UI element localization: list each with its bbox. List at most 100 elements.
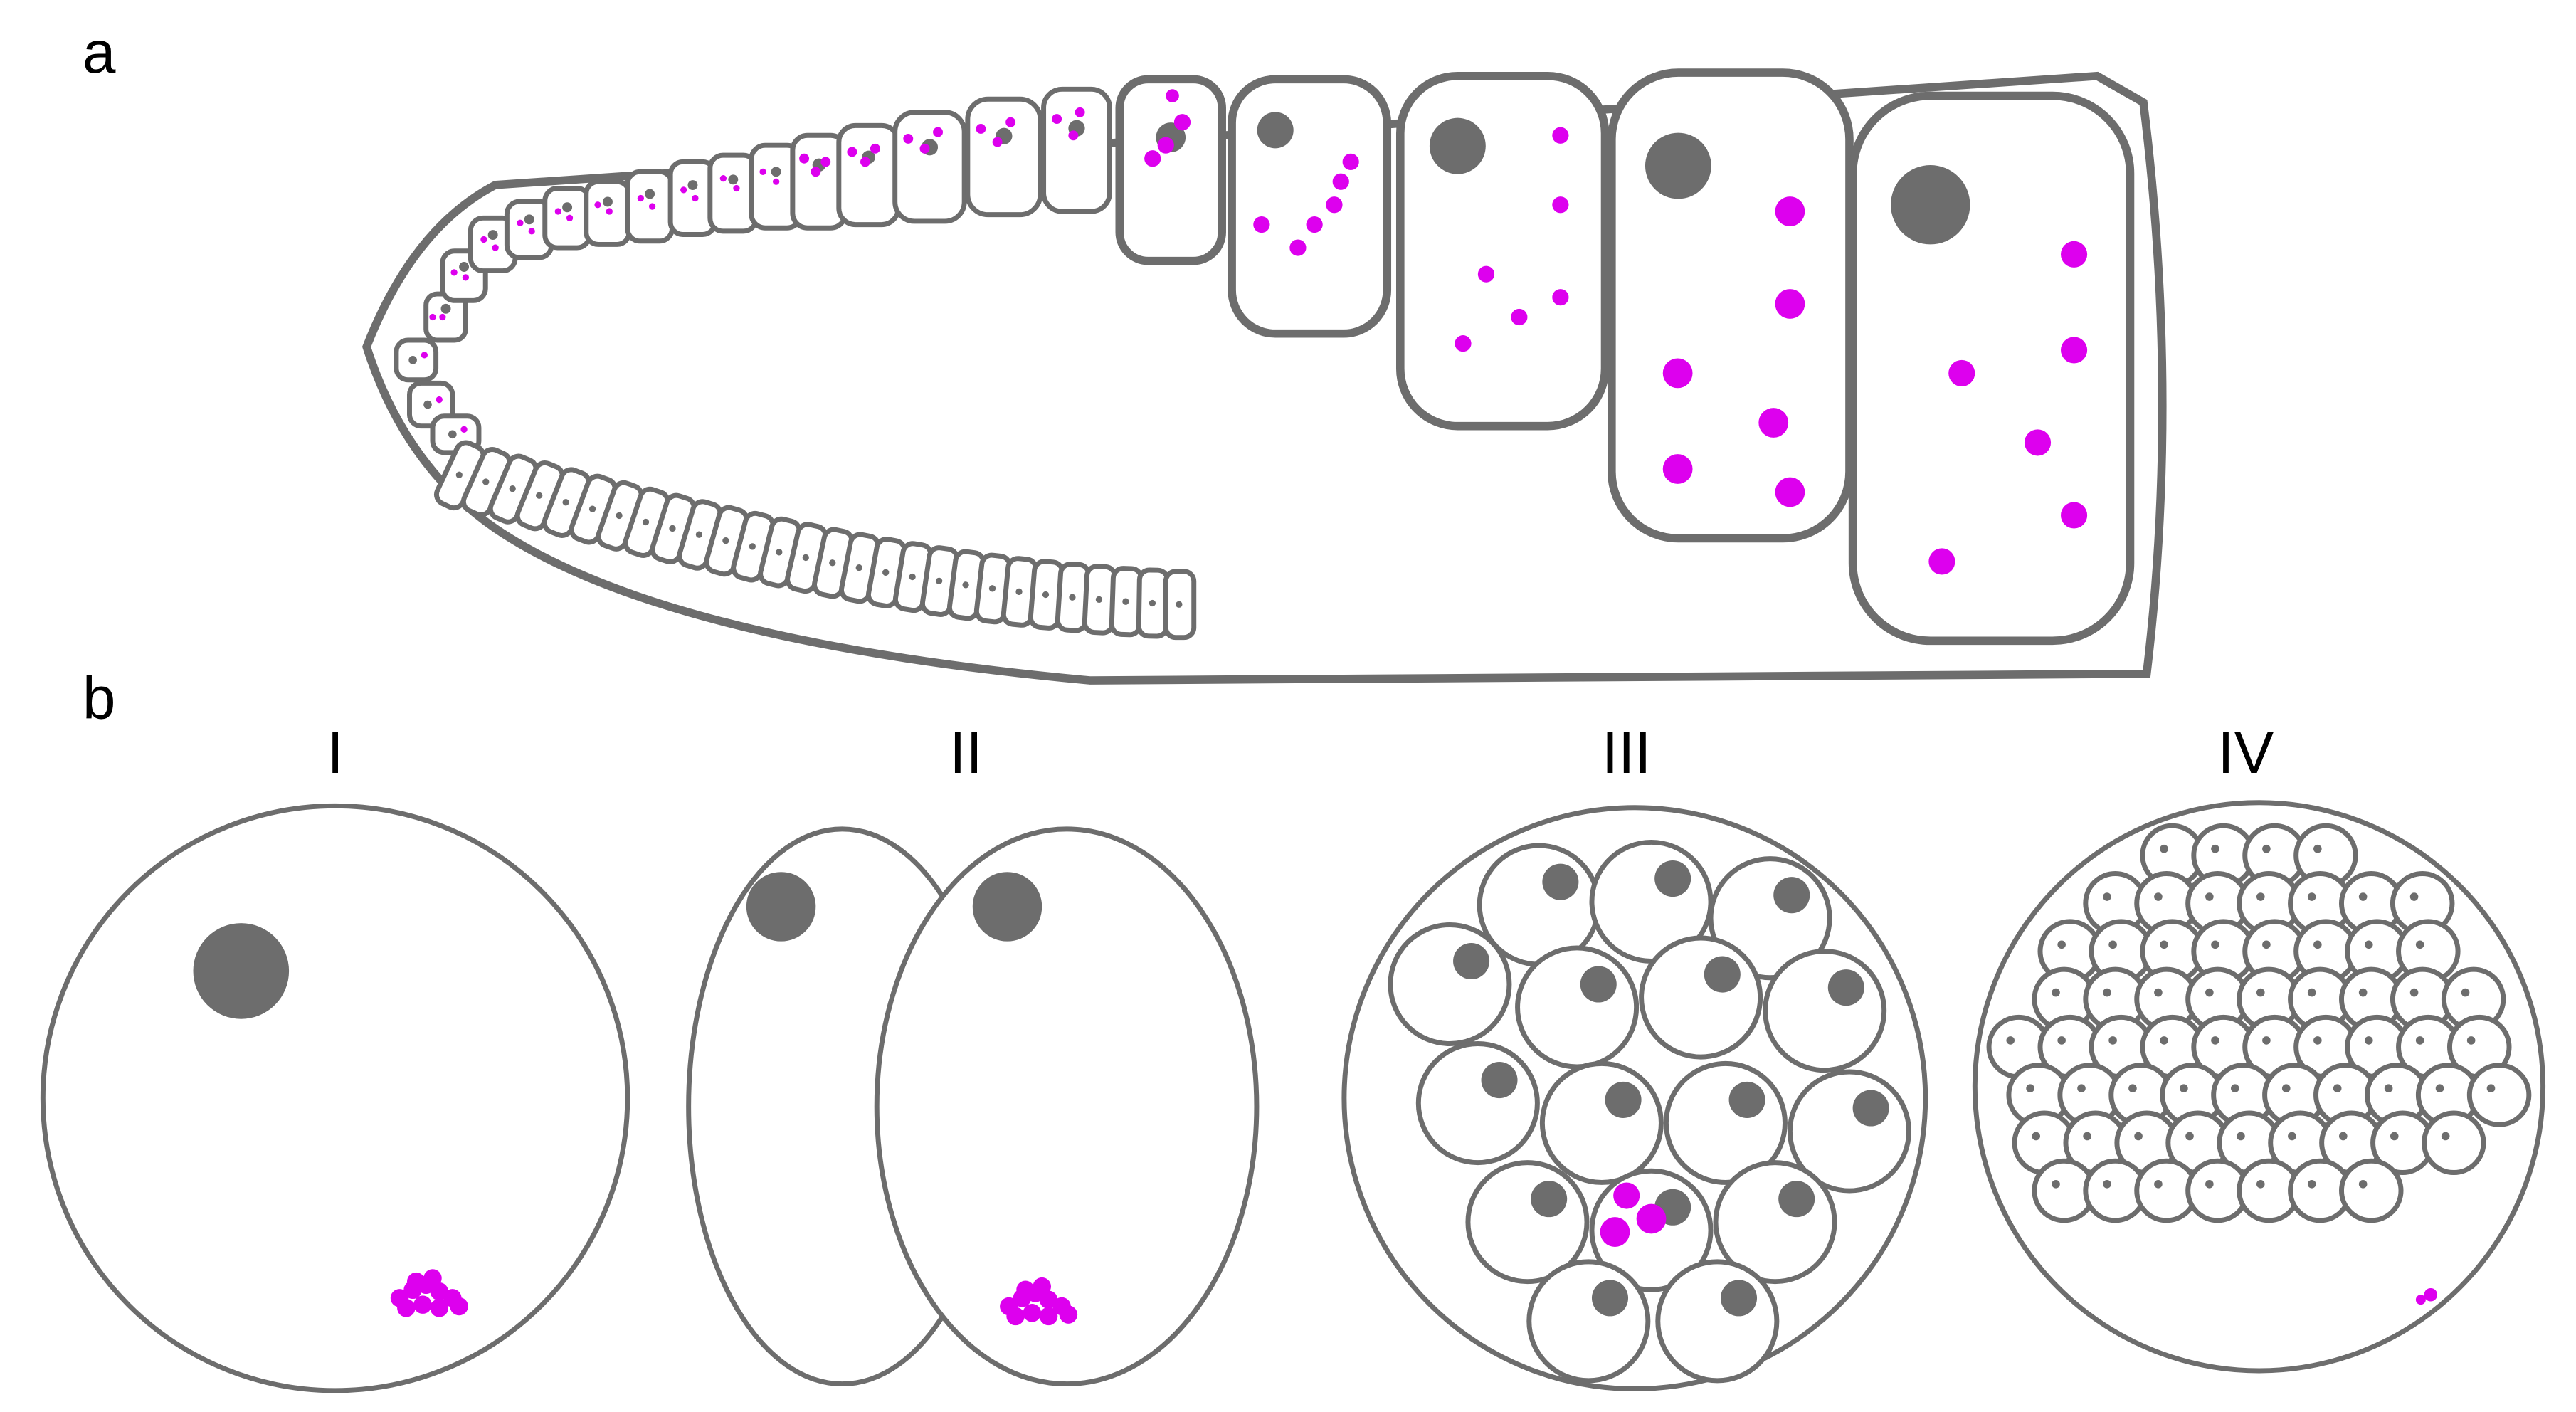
follicle-cell-nucleus <box>562 499 569 506</box>
granule <box>1075 107 1085 117</box>
blastoderm-cell-wall <box>2466 1063 2532 1127</box>
granule <box>1552 196 1569 214</box>
granule <box>594 201 601 209</box>
nurse-cell-nucleus <box>1852 1090 1889 1127</box>
blastoderm-cell-nucleus <box>2307 892 2316 901</box>
egg-chamber-wall <box>892 110 967 224</box>
granule <box>733 184 740 192</box>
nurse-cell <box>1465 1160 1590 1285</box>
granule <box>606 208 613 215</box>
egg-chamber-wall <box>965 96 1043 218</box>
follicle-cell-nucleus <box>482 478 490 485</box>
blastoderm-cell-nucleus <box>2154 892 2163 901</box>
follicle-cell-nucleus <box>882 569 890 576</box>
egg-chamber <box>965 96 1043 218</box>
blastoderm-cell-nucleus <box>2103 892 2111 901</box>
blastoderm-cell-nucleus <box>2032 1132 2040 1141</box>
granule <box>1552 127 1569 144</box>
follicle-cell-nucleus <box>509 485 516 492</box>
follicle-cell-nucleus <box>962 581 969 589</box>
blastoderm-cell-nucleus <box>2077 1084 2086 1092</box>
oocyte-nucleus <box>1429 117 1486 174</box>
nurse-cell-nucleus <box>1542 863 1579 900</box>
follicle-cell-nucleus <box>588 505 596 512</box>
blastoderm-cell-nucleus <box>2281 1084 2291 1092</box>
blastoderm-cell-nucleus <box>2185 1132 2194 1141</box>
follicle-cell-nucleus <box>455 471 463 478</box>
granule <box>429 313 436 321</box>
nurse-cell-nucleus <box>1580 966 1617 1003</box>
blastoderm-cell-nucleus <box>2358 988 2368 997</box>
granule <box>1023 1304 1042 1322</box>
granule <box>2024 429 2052 456</box>
granule <box>860 157 870 167</box>
stage-4-cells <box>1986 823 2532 1305</box>
granule <box>1600 1217 1630 1247</box>
stage-label-4: IV <box>2217 719 2274 786</box>
nurse-cell <box>1639 935 1763 1060</box>
blastoderm-cell-nucleus <box>2288 1132 2296 1141</box>
follicle-cell <box>1163 569 1197 641</box>
follicle-cell-row <box>433 440 1197 641</box>
oocyte-nucleus <box>448 430 457 439</box>
nurse-cell <box>1655 1259 1780 1384</box>
granule <box>1033 1277 1052 1296</box>
granule <box>719 174 727 182</box>
granule <box>397 1299 416 1317</box>
blastoderm-cell-nucleus <box>2313 940 2322 949</box>
granule <box>2061 502 2088 529</box>
granule <box>2061 241 2088 268</box>
follicle-cell-nucleus <box>1122 598 1129 605</box>
follicle-cell <box>946 549 986 621</box>
blastoderm-cell-nucleus <box>2256 1179 2265 1189</box>
granule <box>1144 150 1161 167</box>
blastoderm-cell-nucleus <box>2313 1036 2322 1045</box>
blastoderm-cell-nucleus <box>2083 1132 2091 1141</box>
blastoderm-cell-nucleus <box>2262 940 2271 949</box>
nurse-cell <box>1526 1259 1651 1384</box>
blastoderm-cell-nucleus <box>2052 1179 2060 1189</box>
egg-chamber <box>542 186 592 251</box>
blastoderm-cell-nucleus <box>2441 1132 2450 1141</box>
follicle-cell-nucleus <box>642 518 650 526</box>
stage-1-membrane <box>40 803 630 1393</box>
egg-chamber <box>394 337 439 383</box>
stage-4-cluster <box>1972 800 2546 1374</box>
granule <box>637 194 644 202</box>
granule <box>976 124 986 134</box>
stage-2-nucleus-right <box>972 872 1042 942</box>
blastoderm-cell-nucleus <box>2026 1084 2034 1092</box>
granule <box>759 168 766 175</box>
granule <box>1511 308 1528 326</box>
blastoderm-cell-nucleus <box>2409 892 2419 901</box>
granule <box>2415 1295 2426 1305</box>
blastoderm-cell-nucleus <box>2211 844 2219 853</box>
granule <box>992 137 1003 147</box>
nurse-cell-wall <box>1415 1041 1540 1166</box>
oocyte-nucleus <box>408 356 417 364</box>
nurse-cell <box>1787 1069 1911 1194</box>
blastoderm-cell-nucleus <box>2384 1084 2393 1092</box>
stage-label-3: III <box>1602 719 1652 786</box>
oocyte-nucleus <box>562 202 573 213</box>
follicle-cell-nucleus <box>776 549 783 556</box>
blastoderm-cell-nucleus <box>2103 1179 2111 1189</box>
granule <box>1455 335 1472 352</box>
nurse-cell-wall <box>1515 945 1640 1070</box>
blastoderm-cell-nucleus <box>2108 940 2117 949</box>
granule <box>1948 359 1975 386</box>
blastoderm-cell-nucleus <box>2205 1179 2214 1189</box>
oocyte-nucleus <box>1645 132 1711 199</box>
blastoderm-cell-nucleus <box>2390 1132 2399 1141</box>
egg-chamber <box>625 169 675 244</box>
nurse-cell-nucleus <box>1453 942 1490 980</box>
granule <box>1758 408 1789 438</box>
granule <box>1253 216 1270 233</box>
blastoderm-cell-nucleus <box>2339 1132 2348 1141</box>
egg-chamber-wall <box>1041 86 1112 214</box>
oocyte-nucleus <box>602 196 613 207</box>
granule <box>1059 1305 1078 1324</box>
stage-2-nucleus-left <box>746 872 816 942</box>
egg-chamber <box>1395 71 1610 431</box>
blastoderm-cell-nucleus <box>2358 892 2368 901</box>
